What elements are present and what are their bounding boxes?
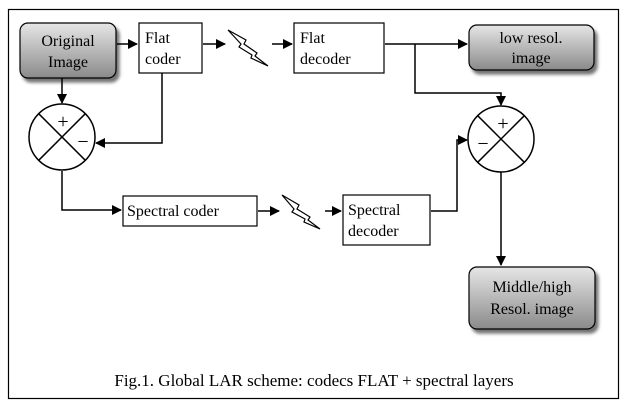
- lightning-bolt-icon: [281, 194, 321, 230]
- connectors: [57, 39, 506, 266]
- spectral-decoder-label-line2: decoder: [348, 223, 399, 240]
- spectral-decoder-label-line1: Spectral: [348, 202, 401, 219]
- low-resol-image-block: low resol. image: [468, 24, 595, 71]
- flat-coder-label-line2: coder: [145, 51, 181, 68]
- left-subtractor: + −: [28, 103, 96, 171]
- original-image-block: Original Image: [19, 22, 117, 79]
- arrow-flat-coder-to-left-subtractor: [95, 73, 163, 148]
- middle-high-image-label-line2: Resol. image: [490, 301, 574, 318]
- lightning-bolt-icon: [227, 29, 269, 67]
- original-image-label-line2: Image: [48, 54, 88, 71]
- arrow-flat-decoder-to-right-subtractor: [414, 44, 506, 106]
- middle-high-resol-image-block: Middle/high Resol. image: [468, 266, 596, 330]
- spectral-coder-block: Spectral coder: [122, 195, 258, 227]
- flat-decoder-label-line2: decoder: [300, 51, 351, 68]
- left-subtractor-plus-sign: +: [57, 111, 68, 133]
- arrow-spectral-decoder-to-right-subtractor: [431, 135, 468, 212]
- right-subtractor-minus-sign: −: [477, 133, 488, 155]
- left-subtractor-minus-sign: −: [77, 131, 88, 153]
- flat-coder-label-line1: Flat: [145, 30, 170, 47]
- original-image-label-line1: Original: [41, 33, 95, 50]
- spectral-decoder-block: Spectral decoder: [342, 194, 431, 246]
- right-subtractor-plus-sign: +: [497, 113, 508, 135]
- diagram-frame: [7, 8, 620, 400]
- right-subtractor: + −: [467, 105, 535, 173]
- low-resol-image-label-line2: image: [511, 50, 550, 67]
- arrow-left-subtractor-to-spectral-coder: [61, 171, 122, 215]
- flat-coder-block: Flat coder: [138, 22, 203, 74]
- flat-decoder-block: Flat decoder: [293, 22, 385, 74]
- middle-high-image-label-line1: Middle/high: [492, 279, 571, 296]
- low-resol-image-label-line1: low resol.: [499, 30, 562, 47]
- figure-caption: Fig.1. Global LAR scheme: codecs FLAT + …: [114, 371, 513, 390]
- flat-decoder-label-line1: Flat: [300, 30, 325, 47]
- spectral-coder-label: Spectral coder: [127, 203, 220, 220]
